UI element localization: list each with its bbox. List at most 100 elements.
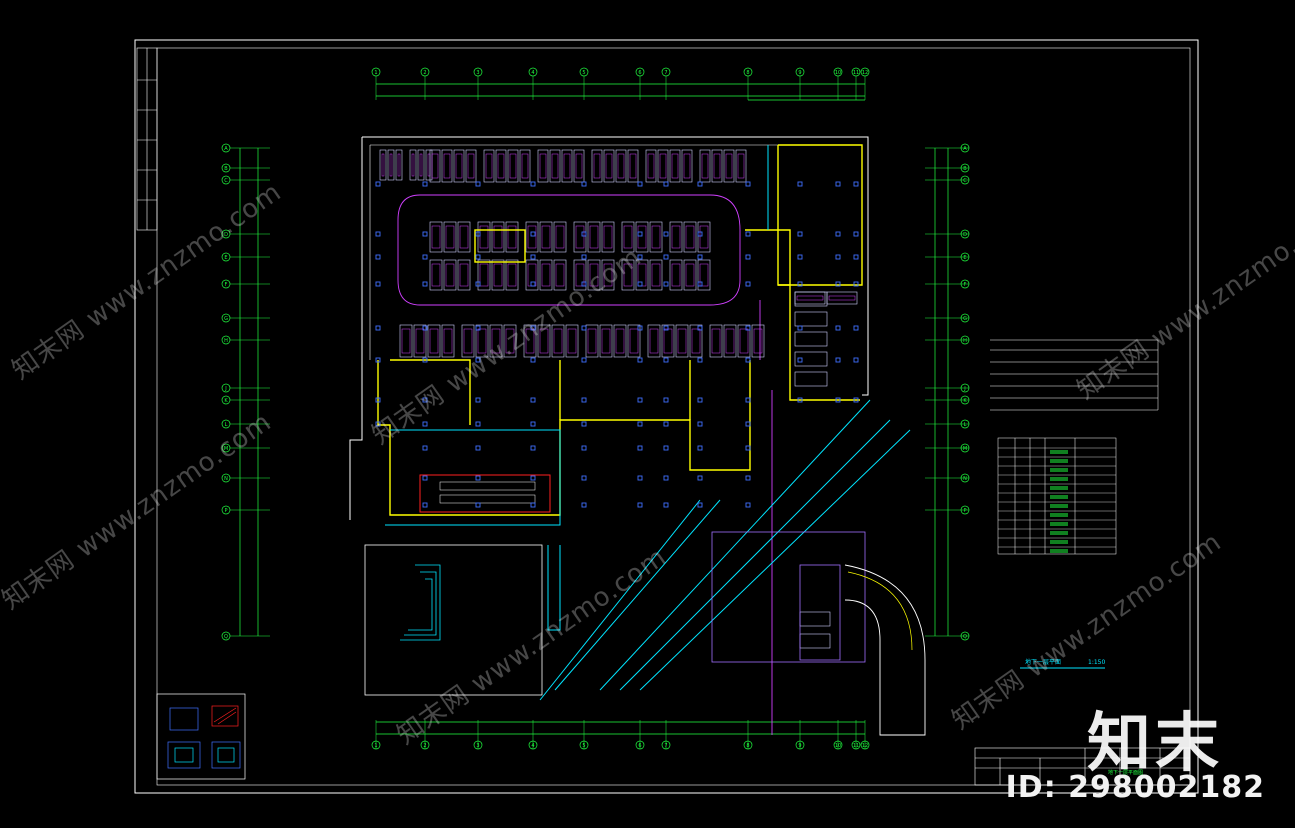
parked-car [493, 225, 503, 249]
structural-column [581, 254, 587, 260]
structural-column [697, 475, 703, 481]
left-grid-label: E [224, 255, 227, 261]
bottom-dimension-chain [376, 721, 865, 735]
table-cell-mark [1050, 468, 1068, 472]
structural-column [663, 181, 669, 187]
table-cell-mark [1050, 522, 1068, 526]
parking-stall [613, 324, 627, 358]
parked-car [796, 295, 824, 301]
structural-column [745, 181, 751, 187]
right-grid-label: J [963, 386, 965, 392]
parked-car [539, 328, 549, 354]
structural-column [663, 475, 669, 481]
structural-column [530, 421, 536, 427]
parking-stall [561, 149, 573, 183]
structural-column [637, 357, 643, 363]
structural-column [475, 445, 481, 451]
parked-car [443, 153, 451, 179]
top-grid-label: 1 [374, 70, 377, 76]
structural-column [530, 181, 536, 187]
structural-column [375, 281, 381, 287]
structural-column [745, 445, 751, 451]
parked-car [505, 328, 515, 354]
parked-car [507, 263, 517, 287]
parking-stall [537, 149, 549, 183]
core-walls [377, 144, 863, 516]
parking-stall [669, 149, 681, 183]
parked-car [555, 263, 565, 287]
structural-column [637, 475, 643, 481]
parked-car [589, 225, 599, 249]
structural-column [422, 475, 428, 481]
parking-stall [417, 149, 425, 181]
parking-stall [621, 221, 635, 253]
right-dimension-chain [934, 148, 949, 636]
parking-stall [489, 324, 503, 358]
parking-stall [737, 324, 751, 358]
parked-car [603, 263, 613, 287]
parked-car [381, 153, 385, 177]
parking-stall [539, 221, 553, 253]
parking-stall [697, 221, 711, 253]
left-dimension-chain [239, 148, 259, 636]
structural-column [745, 502, 751, 508]
structural-column [375, 181, 381, 187]
top-grid-label: 2 [423, 70, 426, 76]
parking-stall [627, 324, 641, 358]
structural-column [375, 421, 381, 427]
structural-column [422, 325, 428, 331]
structural-column [475, 181, 481, 187]
structural-column [797, 181, 803, 187]
parked-car [555, 225, 565, 249]
right-grid-label: Q [963, 634, 967, 640]
ramp-lines [385, 145, 911, 701]
parking-stall [553, 259, 567, 291]
parked-car [691, 328, 701, 354]
structural-column [697, 231, 703, 237]
parked-car [671, 263, 681, 287]
left-grid-label: C [224, 178, 228, 184]
structural-column [581, 475, 587, 481]
parking-stall [453, 149, 465, 183]
top-grid-label: 6 [638, 70, 641, 76]
structural-column [581, 357, 587, 363]
structural-column [530, 325, 536, 331]
structural-column [475, 421, 481, 427]
left-grid-label: G [224, 316, 228, 322]
structural-column [530, 357, 536, 363]
left-grid-label: L [225, 422, 228, 428]
parked-car [429, 328, 439, 354]
plan-scale: 1:150 [1088, 659, 1105, 666]
structural-column [422, 181, 428, 187]
structural-column [475, 397, 481, 403]
drawing-frame [134, 39, 1199, 794]
parked-car [713, 153, 721, 179]
structural-column [530, 231, 536, 237]
structural-column [581, 397, 587, 403]
parked-car [463, 328, 473, 354]
top-grid-label: 3 [476, 70, 479, 76]
structural-column [422, 281, 428, 287]
structural-column [375, 254, 381, 260]
parked-car [725, 153, 733, 179]
parking-stall [649, 221, 663, 253]
parking-stall [483, 149, 495, 183]
parked-car [629, 328, 639, 354]
parking-stall [661, 324, 675, 358]
parking-stall [649, 259, 663, 291]
parking-stall [697, 259, 711, 291]
parking-stall [429, 221, 443, 253]
structural-column [663, 357, 669, 363]
parking-stall [675, 324, 689, 358]
parking-stall [519, 149, 531, 183]
parked-car [575, 263, 585, 287]
curved-ramp [844, 564, 926, 736]
structural-column [697, 325, 703, 331]
parking-stall [735, 149, 747, 183]
parked-car [725, 328, 735, 354]
structural-column [475, 325, 481, 331]
structural-column [422, 445, 428, 451]
structural-column [530, 254, 536, 260]
parking-stall [387, 149, 395, 181]
structural-column [375, 325, 381, 331]
